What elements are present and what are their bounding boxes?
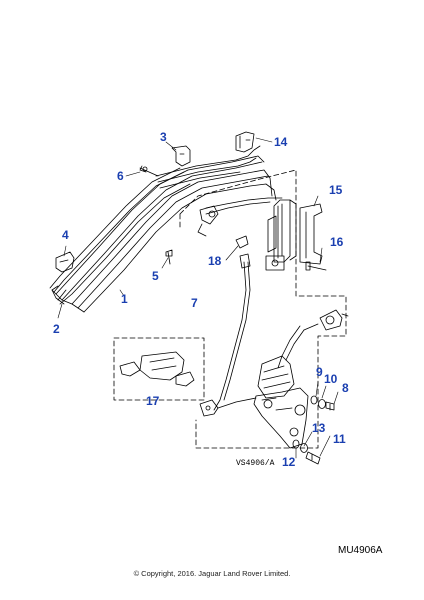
callout-1: 1	[121, 292, 128, 306]
bolt-16	[305, 261, 327, 271]
bracket-15	[299, 203, 323, 265]
glass-run-inner	[49, 167, 191, 305]
callout-17: 17	[146, 394, 160, 408]
callout-9: 9	[316, 365, 323, 379]
header-seal	[155, 145, 261, 189]
callout-6: 6	[117, 169, 124, 183]
copyright-notice: © Copyright, 2016. Jaguar Land Rover Lim…	[133, 569, 291, 578]
callout-15: 15	[329, 183, 343, 197]
callout-5: 5	[152, 269, 159, 283]
inset-17	[113, 337, 205, 401]
callout-2: 2	[53, 322, 60, 336]
bracket-14	[235, 131, 255, 153]
callout-10: 10	[324, 372, 338, 386]
callout-3: 3	[160, 130, 167, 144]
fasteners-8-9-10	[310, 395, 335, 411]
regulator-mechanism	[197, 197, 349, 449]
callout-4: 4	[62, 228, 69, 242]
glass-channel-outer	[51, 155, 277, 313]
regulator-outline	[179, 169, 347, 449]
bracket-3	[171, 145, 191, 167]
callout-8: 8	[342, 381, 349, 395]
callout-16: 16	[330, 235, 344, 249]
callout-12: 12	[282, 455, 296, 469]
clip-18	[235, 235, 249, 249]
callout-13: 13	[312, 421, 326, 435]
drawing-reference-code: VS4906/A	[236, 459, 275, 468]
callout-11: 11	[333, 432, 346, 446]
callout-14: 14	[274, 135, 288, 149]
illustration-code: MU4906A	[338, 545, 383, 556]
callout-18: 18	[208, 254, 222, 268]
screw-5	[165, 249, 173, 265]
callout-7: 7	[191, 296, 198, 310]
clip-4	[55, 251, 75, 273]
screw-6	[139, 165, 159, 177]
fasteners-11-12-13	[292, 439, 321, 465]
leader-lines	[57, 137, 339, 459]
